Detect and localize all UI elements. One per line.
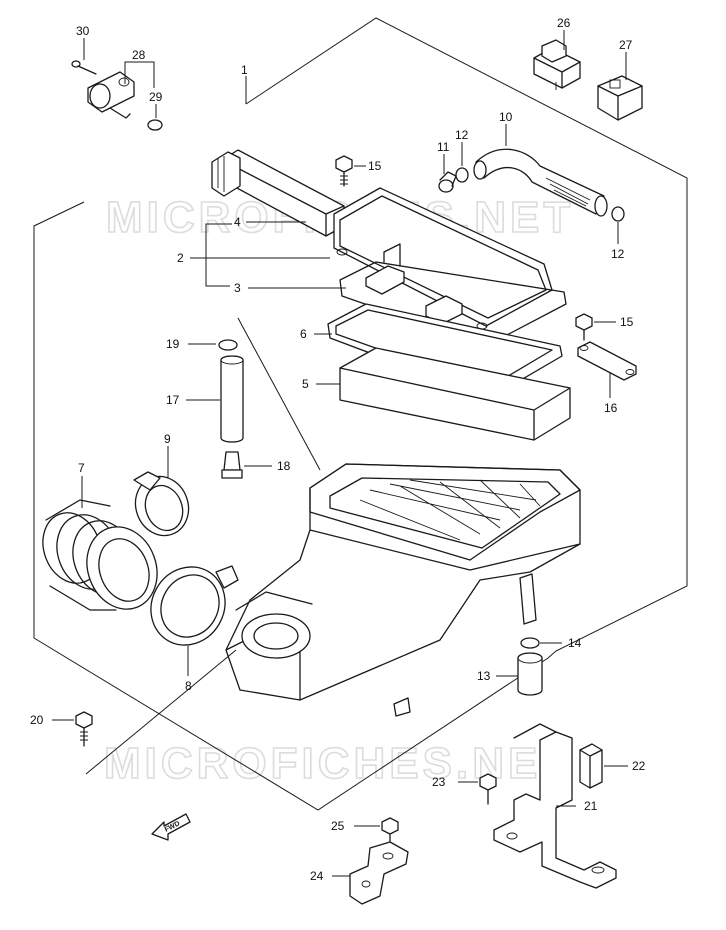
callout-26: 26 [557,16,571,30]
part-8-clamp [150,565,239,646]
callout-12a: 12 [455,128,469,142]
part-11-cap [438,171,457,193]
callout-12b: 12 [611,247,625,261]
callout-21: 21 [584,799,598,813]
part-22-rubber [579,743,603,789]
callout-25: 25 [331,819,345,833]
part-5-filter [339,347,571,441]
leader-boundary-bottom [85,649,237,775]
callout-15a: 15 [368,159,382,173]
part-13-drain-plug [517,652,543,696]
part-3-seal [339,261,567,347]
part-23-bolt [479,773,497,805]
part-18-plug [221,451,243,479]
callout-1: 1 [241,63,248,77]
part-4-snorkel [211,149,345,237]
part-16-clip [577,341,637,381]
callout-4: 4 [234,215,241,229]
callout-20: 20 [30,713,44,727]
callout-2: 2 [177,251,184,265]
part-20-bolt [75,711,93,747]
callout-13: 13 [477,669,491,683]
callout-17: 17 [166,393,180,407]
part-21-bracket [493,723,617,889]
leader-assembly-line [237,317,321,471]
part-17-tube [220,355,244,443]
fwd-arrow: FWD [151,813,191,841]
part-12-clamp-b [611,206,625,222]
callout-19: 19 [166,337,180,351]
callout-23: 23 [432,775,446,789]
part-9-clamp [133,471,190,537]
part-19-clip [218,339,238,351]
part-24-bracket [349,841,409,905]
part-12-clamp-a [455,167,469,183]
part-29-o-ring [147,119,163,131]
callout-10: 10 [499,110,513,124]
callout-7: 7 [78,461,85,475]
part-26-connector [533,39,581,90]
part-27-block [597,75,643,121]
callout-8: 8 [185,679,192,693]
callout-16: 16 [604,401,618,415]
part-6-frame-inner [335,309,553,389]
callout-29: 29 [149,90,163,104]
callout-30: 30 [76,24,90,38]
part-7-intake-boot [42,499,158,611]
callout-14: 14 [568,636,582,650]
leader-28 [124,61,155,88]
part-15-screw-b [575,313,593,341]
part-10-hose [473,148,608,217]
callout-6: 6 [300,327,307,341]
callout-24: 24 [310,869,324,883]
part-15-screw-a [335,155,353,187]
callout-5: 5 [302,377,309,391]
part-28-sensor [87,71,135,119]
part-30-screw [71,60,97,75]
air-cleaner-case [225,463,581,717]
callout-18: 18 [277,459,291,473]
part-14-clip [520,637,540,649]
callout-28: 28 [132,48,146,62]
callout-22: 22 [632,759,646,773]
callout-9: 9 [164,432,171,446]
callout-27: 27 [619,38,633,52]
watermark-bottom: MICROFICHES.NET [104,739,572,788]
callout-11: 11 [437,140,450,154]
callout-3: 3 [234,281,241,295]
callout-15b: 15 [620,315,634,329]
assembly-outline [33,17,688,811]
